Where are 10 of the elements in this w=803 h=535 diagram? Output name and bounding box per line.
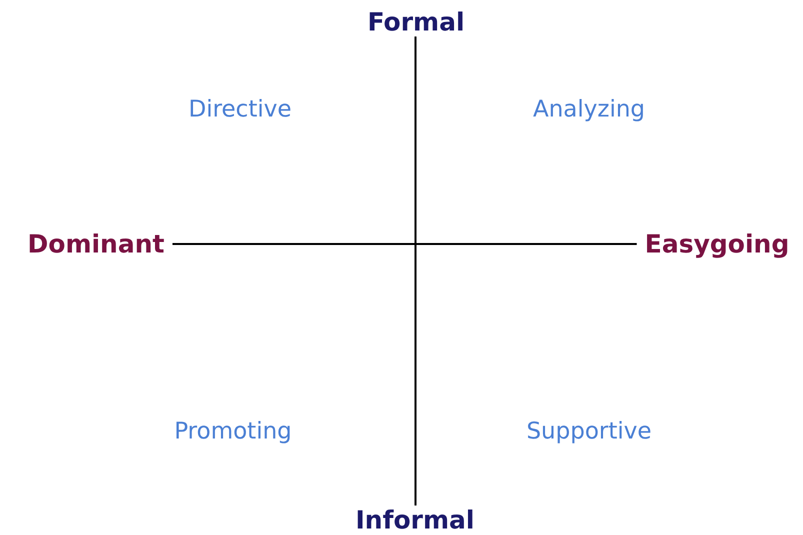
quadrant-label: Analyzing bbox=[532, 98, 646, 122]
axis-label: Formal bbox=[367, 10, 465, 34]
quadrant-label: Directive bbox=[188, 98, 292, 122]
axis-line bbox=[172, 243, 637, 245]
axis-line bbox=[414, 36, 416, 506]
axis-label: Informal bbox=[356, 508, 474, 532]
quadrant-label: Promoting bbox=[174, 420, 292, 444]
axis-label: Easygoing bbox=[644, 232, 790, 256]
axis-label: Dominant bbox=[28, 232, 164, 256]
quadrant-label: Supportive bbox=[526, 420, 652, 444]
